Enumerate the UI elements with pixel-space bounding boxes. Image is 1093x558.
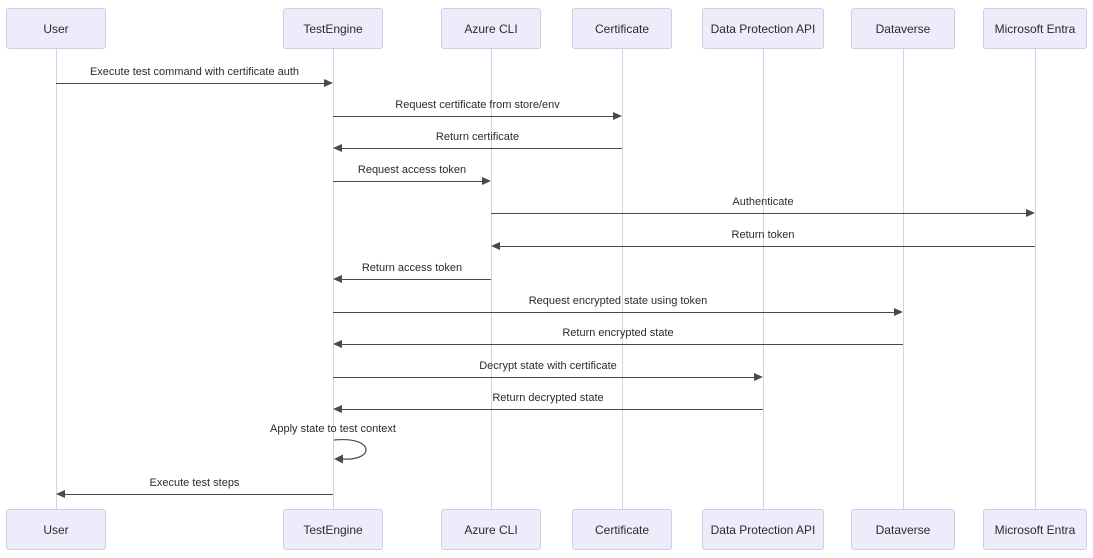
actor-bottom-azure-cli: Azure CLI <box>441 509 541 550</box>
message-arrowhead <box>333 340 342 348</box>
message-arrowhead <box>482 177 491 185</box>
actor-top-azure-cli: Azure CLI <box>441 8 541 49</box>
actor-bottom-dataverse: Dataverse <box>851 509 955 550</box>
actor-label: Azure CLI <box>464 21 518 36</box>
message-label: Return token <box>731 229 795 241</box>
actor-bottom-certificate: Certificate <box>572 509 672 550</box>
message-line <box>341 344 903 345</box>
message-label: Return certificate <box>435 131 520 143</box>
actor-top-testengine: TestEngine <box>283 8 383 49</box>
message-line <box>333 181 483 182</box>
actor-label: TestEngine <box>303 21 363 36</box>
lifeline-dataverse <box>903 49 904 509</box>
actor-bottom-microsoft-entra: Microsoft Entra <box>983 509 1087 550</box>
actor-bottom-testengine: TestEngine <box>283 509 383 550</box>
message-arrowhead <box>1026 209 1035 217</box>
message-arrowhead <box>333 144 342 152</box>
message-line <box>341 279 491 280</box>
message-label: Execute test command with certificate au… <box>89 66 300 78</box>
message-label: Execute test steps <box>149 477 240 489</box>
actor-top-data-protection-api: Data Protection API <box>702 8 824 49</box>
message-label: Return decrypted state <box>492 392 604 404</box>
message-label: Return access token <box>361 262 463 274</box>
message-line <box>491 213 1027 214</box>
actor-label: Certificate <box>594 21 650 36</box>
message-arrowhead <box>333 405 342 413</box>
message-arrowhead <box>56 490 65 498</box>
actor-bottom-data-protection-api: Data Protection API <box>702 509 824 550</box>
message-label: Decrypt state with certificate <box>479 360 617 372</box>
lifeline-user <box>56 49 57 509</box>
actor-label: Azure CLI <box>464 522 518 537</box>
message-line <box>333 312 895 313</box>
actor-bottom-user: User <box>6 509 106 550</box>
message-label: Request encrypted state using token <box>528 295 708 307</box>
actor-label: Microsoft Entra <box>994 522 1076 537</box>
message-label: Authenticate <box>732 196 794 208</box>
message-line <box>333 377 755 378</box>
lifeline-azure-cli <box>491 49 492 509</box>
actor-label: Dataverse <box>875 522 931 537</box>
actor-top-user: User <box>6 8 106 49</box>
message-arrowhead <box>754 373 763 381</box>
message-arrowhead <box>491 242 500 250</box>
message-label: Return encrypted state <box>562 327 674 339</box>
message-line <box>341 409 763 410</box>
actor-label: Dataverse <box>875 21 931 36</box>
actor-label: TestEngine <box>303 522 363 537</box>
message-label: Apply state to test context <box>270 423 396 435</box>
actor-label: Data Protection API <box>710 522 816 537</box>
message-line <box>56 83 325 84</box>
message-label: Request access token <box>357 164 467 176</box>
lifeline-certificate <box>622 49 623 509</box>
message-label: Request certificate from store/env <box>395 99 560 111</box>
actor-label: Microsoft Entra <box>994 21 1076 36</box>
actor-label: Certificate <box>594 522 650 537</box>
actor-top-microsoft-entra: Microsoft Entra <box>983 8 1087 49</box>
message-arrowhead <box>333 275 342 283</box>
lifeline-data-protection-api <box>763 49 764 509</box>
message-arrowhead <box>894 308 903 316</box>
actor-label: User <box>43 522 69 537</box>
actor-label: Data Protection API <box>710 21 816 36</box>
self-loop-arrow <box>333 439 367 464</box>
actor-top-dataverse: Dataverse <box>851 8 955 49</box>
message-line <box>64 494 333 495</box>
message-arrowhead <box>324 79 333 87</box>
message-line <box>499 246 1035 247</box>
message-arrowhead <box>613 112 622 120</box>
actor-label: User <box>43 21 69 36</box>
actor-top-certificate: Certificate <box>572 8 672 49</box>
message-line <box>333 116 614 117</box>
message-line <box>341 148 622 149</box>
lifeline-microsoft-entra <box>1035 49 1036 509</box>
